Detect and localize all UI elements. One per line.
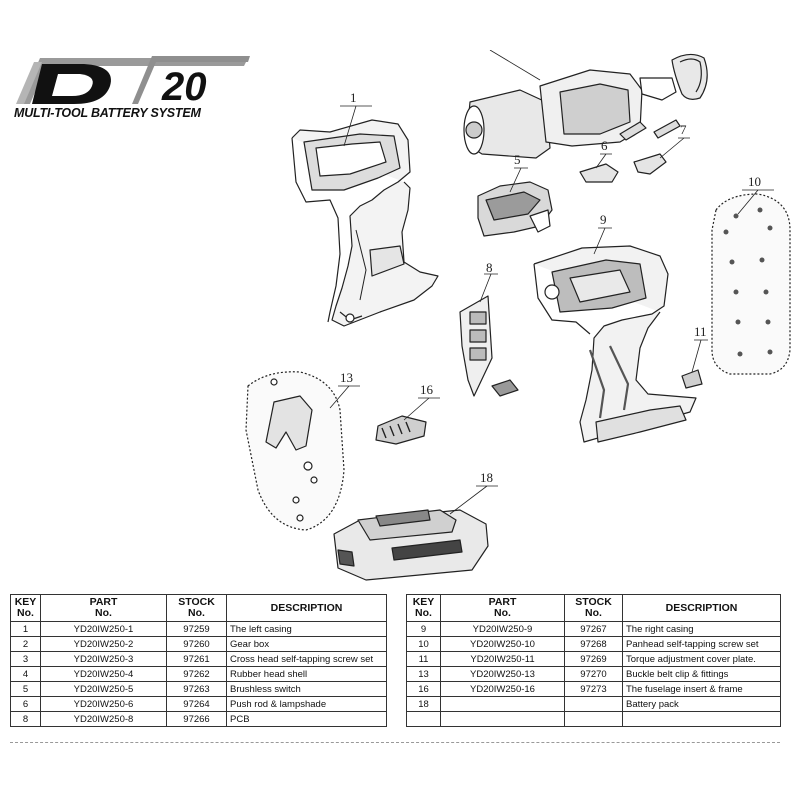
callout-7: 7 [680, 122, 687, 137]
part-brushless-switch [477, 181, 553, 237]
callout-6: 6 [601, 138, 608, 153]
part-pcb [459, 295, 519, 397]
header-description: DESCRIPTION [226, 594, 387, 622]
part-rubber-head-shell [671, 53, 708, 100]
part-battery-pack [333, 509, 489, 581]
callout-18: 18 [480, 470, 493, 485]
callout-11: 11 [694, 324, 707, 339]
callout-5: 5 [514, 152, 521, 167]
callout-10: 10 [748, 174, 761, 189]
part-screw-panel [711, 193, 791, 375]
part-push-rod [579, 163, 619, 183]
exploded-view-diagram: 1 5 6 7 8 9 10 11 13 16 18 [245, 50, 791, 581]
brand-logo: 20 MULTI-TOOL BATTERY SYSTEM [12, 52, 252, 122]
logo-number: 20 [161, 65, 207, 108]
part-belt-clip [245, 371, 345, 531]
d20-logo-mark: 20 [16, 56, 250, 108]
callout-1: 1 [350, 90, 357, 105]
table-row [406, 711, 781, 727]
callout-9: 9 [600, 212, 607, 227]
part-cover-plate [681, 369, 703, 389]
part-left-casing [291, 119, 439, 327]
callout-8: 8 [486, 260, 493, 275]
part-right-casing [533, 245, 697, 443]
part-torque-clip [633, 153, 667, 175]
logo-tagline: MULTI-TOOL BATTERY SYSTEM [14, 106, 201, 120]
callout-13: 13 [340, 370, 353, 385]
footer-divider [10, 742, 780, 743]
callout-16: 16 [420, 382, 434, 397]
header-description: DESCRIPTION [622, 594, 781, 622]
part-gear-box [463, 50, 681, 159]
part-fuselage-insert [375, 415, 427, 445]
